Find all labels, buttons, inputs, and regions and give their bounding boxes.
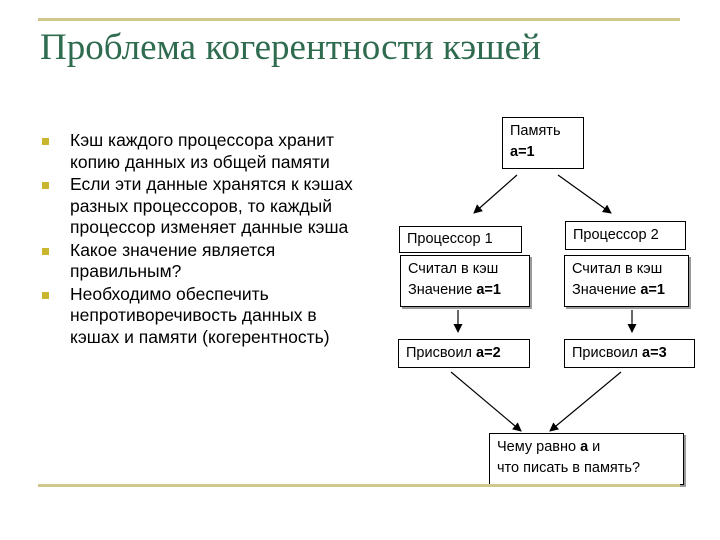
bullet-item: Необходимо обеспечить непротиворечивость… (40, 284, 360, 349)
square-bullet-icon (42, 247, 49, 255)
processor2-assign-value: a=3 (642, 345, 667, 361)
top-rule (38, 18, 680, 21)
question-line2: что писать в память? (497, 460, 641, 476)
arrow-memory-to-processor2 (557, 174, 612, 214)
processor1-label: Процессор 1 (407, 231, 493, 247)
processor2-read-box: Считал в кэш Значение a=1 (564, 255, 689, 307)
bullet-text: Если эти данные хранятся к кэшах разных … (70, 174, 353, 237)
processor1-assign-box: Присвоил a=2 (398, 339, 530, 368)
memory-label: Память (510, 123, 561, 139)
bullet-text: Кэш каждого процессора хранит копию данн… (70, 130, 334, 172)
processor1-read-value-prefix: Значение (408, 282, 477, 298)
square-bullet-icon (42, 182, 49, 189)
bullet-text: Необходимо обеспечить непротиворечивость… (70, 283, 330, 347)
memory-value-line: a=1 (510, 142, 583, 163)
processor2-assign-prefix: Присвоил (572, 345, 643, 361)
processor2-assign-box: Присвоил a=3 (564, 339, 695, 368)
bullet-list: Кэш каждого процессора хранит копию данн… (40, 130, 360, 349)
processor1-read-value: a=1 (476, 282, 501, 298)
processor2-read-value-line: Значение a=1 (572, 280, 688, 301)
square-bullet-icon (42, 291, 49, 299)
processor2-read-text: Считал в кэш (572, 261, 663, 277)
processor1-read-text: Считал в кэш (408, 261, 499, 277)
arrow-assign2-to-question (549, 371, 622, 432)
question-prefix: Чему равно (497, 439, 581, 455)
bullet-text: Какое значение является правильным? (70, 239, 276, 282)
arrow-memory-to-processor1 (473, 174, 518, 214)
bullet-item: Какое значение является правильным? (40, 240, 360, 283)
slide-title: Проблема когерентности кэшей (40, 27, 541, 68)
question-line1: Чему равно a и (497, 437, 683, 458)
processor1-read-value-line: Значение a=1 (408, 280, 529, 301)
arrow-assign1-to-question (450, 371, 522, 432)
question-suffix: и (588, 439, 601, 455)
memory-box: Память a=1 (502, 117, 584, 169)
processor1-assign-prefix: Присвоил (406, 345, 477, 361)
processor2-label: Процессор 2 (573, 227, 659, 243)
processor1-assign-value: a=2 (476, 345, 501, 361)
processor2-read-value: a=1 (640, 282, 665, 298)
processor1-label-box: Процессор 1 (399, 226, 522, 253)
question-variable: a (580, 439, 589, 455)
processor2-read-value-prefix: Значение (572, 282, 641, 298)
processor1-read-box: Считал в кэш Значение a=1 (400, 255, 530, 307)
square-bullet-icon (42, 138, 49, 145)
question-box: Чему равно a и что писать в память? (489, 433, 684, 485)
bullet-item: Кэш каждого процессора хранит копию данн… (40, 130, 360, 173)
bottom-rule (38, 484, 680, 487)
memory-value: a=1 (510, 144, 535, 160)
processor2-label-box: Процессор 2 (565, 221, 686, 250)
bullet-item: Если эти данные хранятся к кэшах разных … (40, 174, 360, 239)
